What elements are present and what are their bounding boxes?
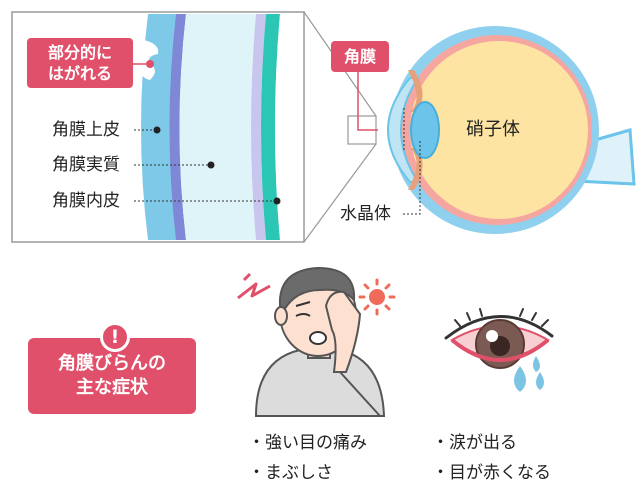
tear-drop-large (514, 366, 526, 392)
mouth (309, 331, 327, 345)
magnified-cornea-panel (11, 11, 305, 243)
symptom-item: ・強い目の痛み (248, 433, 367, 453)
tear-drop-small (533, 356, 540, 372)
peeled-area (136, 40, 159, 80)
symptom-item: ・涙が出る (432, 433, 517, 453)
symptoms-tag-line1: 角膜びらんの (58, 353, 166, 374)
red-eye-icon (444, 308, 554, 392)
peel-tag-line2: はがれる (47, 64, 112, 83)
stroma-label: 角膜実質 (52, 155, 120, 175)
symptom-list-left: ・強い目の痛み ・まぶしさ (248, 428, 367, 488)
endothelium-layer (261, 14, 280, 240)
endothelium-label: 角膜内皮 (52, 191, 120, 211)
vitreous-body (410, 41, 588, 219)
lens-label: 水晶体 (340, 204, 391, 224)
bowman-layer (169, 14, 186, 240)
hand (324, 290, 362, 373)
symptom-list-right: ・涙が出る ・目が赤くなる (432, 428, 551, 488)
warning-icon: ! (100, 322, 130, 352)
vitreous-label: 硝子体 (466, 119, 520, 140)
peel-tag-line1: 部分的に (47, 43, 112, 62)
lens (410, 101, 440, 159)
peel-tag: 部分的に はがれる (27, 38, 133, 88)
eyeball-diagram (357, 26, 636, 234)
stroma-layer (179, 14, 256, 240)
symptom-item: ・まぶしさ (248, 463, 333, 483)
shirt (254, 349, 386, 417)
descemet-layer (251, 14, 266, 240)
glare-sun-icon (358, 278, 396, 316)
symptom-item: ・目が赤くなる (432, 463, 551, 483)
man-figure (237, 266, 396, 417)
symptoms-tag-line2: 主な症状 (76, 377, 148, 398)
hair (278, 266, 356, 312)
pain-zigzag-icon (237, 282, 271, 300)
epithelium-label: 角膜上皮 (52, 120, 120, 140)
cornea-tag: 角膜 (331, 41, 389, 72)
